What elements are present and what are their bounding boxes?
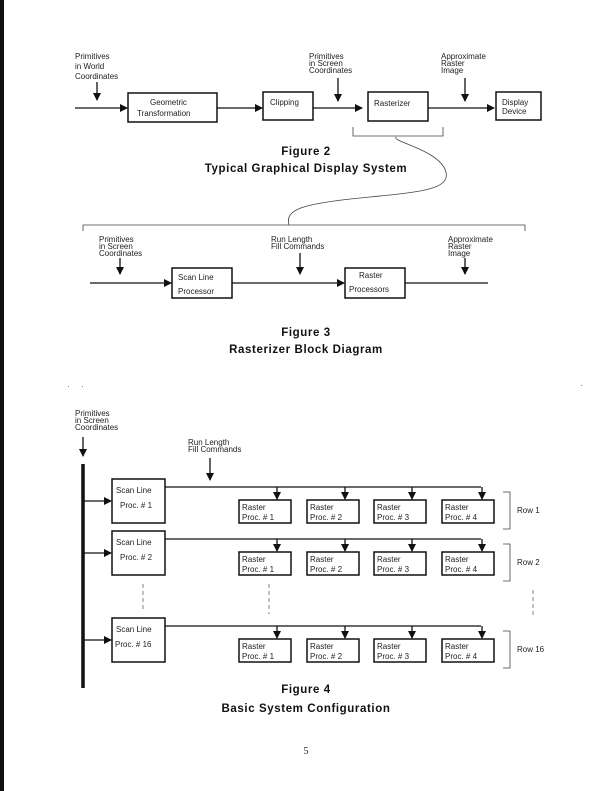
- fig4-scanline-box: [111, 530, 166, 576]
- fig4-raster-box: [441, 638, 495, 663]
- fig2-raster-label: Approximate Raster Image: [441, 52, 488, 75]
- fig3-box-scan-line-processor-label: Scan Line Processor: [178, 273, 216, 296]
- fig2-box-geometric-transformation: [127, 92, 218, 123]
- fig2-box-display-device-label: Display Device: [502, 98, 530, 116]
- fig2-caption-title: Typical Graphical Display System: [205, 163, 407, 175]
- fig4-raster-box: [238, 638, 292, 663]
- fig2-box-rasterizer: [367, 91, 429, 122]
- fig2-input-label: Primitives in World Coordinates: [75, 52, 118, 81]
- fig3-box-scan-line-processor: [171, 267, 233, 299]
- fig4-row-label: Row 2: [517, 558, 540, 567]
- fig3-input-label: Primitives in Screen Coordinates: [99, 235, 142, 258]
- fig2-caption-number: Figure 2: [281, 146, 331, 158]
- fig2-to-fig3-connector: [287, 136, 447, 226]
- fig4-raster-box: [306, 551, 360, 576]
- fig2-box-clipping-label: Clipping: [270, 98, 299, 107]
- fig4-row-bracket: [503, 491, 511, 530]
- figure-2: Primitives in World Coordinates Geometri…: [75, 52, 542, 226]
- fig4-fill-label: Run Length Fill Commands: [188, 438, 241, 454]
- fig4-raster-box: [373, 499, 427, 524]
- fig4-row-label: Row 16: [517, 645, 545, 654]
- fig2-screen-label: Primitives in Screen Coordinates: [309, 52, 352, 75]
- fig4-caption-number: Figure 4: [281, 684, 331, 696]
- fig4-row-label: Row 1: [517, 506, 540, 515]
- fig4-raster-box: [238, 551, 292, 576]
- fig2-box-rasterizer-label: Rasterizer: [374, 99, 411, 108]
- fig4-scanline-box: [111, 478, 166, 524]
- figure-4: Primitives in Screen Coordinates Run Len…: [75, 409, 545, 715]
- page-number: 5: [304, 746, 309, 757]
- fig4-caption-title: Basic System Configuration: [222, 703, 391, 715]
- fig4-raster-box: [441, 499, 495, 524]
- fig2-box-clipping: [262, 91, 314, 121]
- fig2-rasterizer-bracket: [352, 127, 444, 137]
- fig4-raster-box: [238, 499, 292, 524]
- fig3-expansion-bracket: [82, 224, 526, 231]
- fig3-caption-title: Rasterizer Block Diagram: [229, 344, 383, 356]
- fig4-row-bracket: [503, 543, 511, 582]
- fig4-row-bracket: [503, 630, 511, 669]
- fig2-box-geometric-transformation-label: Geometric Transformation: [137, 98, 191, 118]
- fig4-raster-box: [373, 551, 427, 576]
- fig4-raster-box: [441, 551, 495, 576]
- fig4-input-label: Primitives in Screen Coordinates: [75, 409, 118, 432]
- fig3-middle-label: Run Length Fill Commands: [271, 235, 324, 251]
- scan-specks: [68, 385, 582, 387]
- fig4-scanline-box: [111, 617, 166, 663]
- fig4-raster-box: [306, 638, 360, 663]
- fig3-output-label: Approximate Raster Image: [448, 235, 495, 258]
- fig4-raster-box: [373, 638, 427, 663]
- page-binding-edge: [0, 0, 4, 791]
- fig2-box-display-device: [495, 91, 542, 121]
- figure-3: Primitives in Screen Coordinates Scan Li…: [82, 224, 526, 356]
- fig4-raster-box: [306, 499, 360, 524]
- fig3-caption-number: Figure 3: [281, 327, 331, 339]
- fig3-box-raster-processors-label: Raster Processors: [349, 271, 389, 294]
